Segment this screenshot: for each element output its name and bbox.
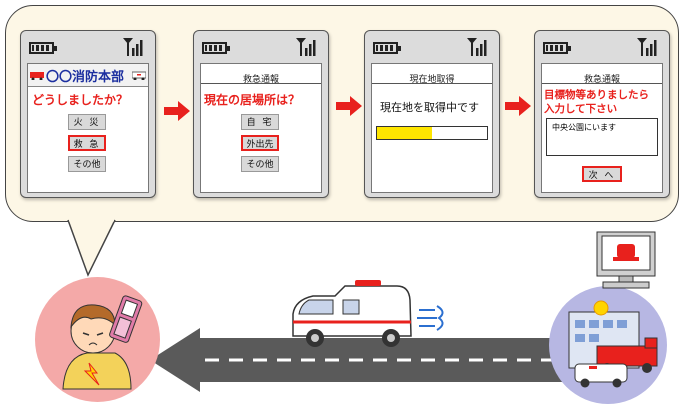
battery-icon (373, 42, 401, 54)
caller-illustration (62, 295, 143, 390)
screen-header: 救急通報 (542, 64, 662, 85)
question-text: 現在の居場所は？ (204, 93, 301, 107)
red-arrow-icon (336, 96, 362, 116)
fire-truck-icon (30, 72, 44, 80)
brand-title: 〇〇消防本部 (46, 70, 125, 85)
signal-icon (467, 38, 487, 56)
phone-screen-3: 現在地取得 現在地を取得中です (364, 30, 500, 198)
progress-fill (377, 127, 432, 139)
next-button[interactable]: 次 へ (582, 166, 622, 182)
ambulance-illustration (292, 280, 444, 347)
screen-header: 救急通報 (201, 64, 321, 85)
option-ambulance-button[interactable]: 救 急 (68, 135, 106, 151)
road (150, 328, 640, 392)
battery-icon (29, 42, 57, 54)
option-fire-button[interactable]: 火 災 (68, 114, 106, 130)
brand-banner: 〇〇消防本部 (28, 64, 148, 87)
phone-screen-1: 〇〇消防本部 どうしましたか？ 火 災 救 急 その他 (20, 30, 156, 198)
screen: 〇〇消防本部 どうしましたか？ 火 災 救 急 その他 (27, 63, 149, 193)
question-text: どうしましたか？ (32, 93, 129, 107)
option-other-button[interactable]: その他 (241, 156, 279, 172)
screen-header: 現在地取得 (372, 64, 492, 85)
progress-bar (376, 126, 488, 140)
signal-icon (123, 38, 143, 56)
signal-icon (296, 38, 316, 56)
red-arrow-icon (164, 101, 190, 121)
phone-screen-4: 救急通報 目標物等ありましたら 入力して下さい 中央公園にいます 次 へ (534, 30, 670, 198)
signal-icon (637, 38, 657, 56)
fire-station-illustration (568, 231, 658, 388)
battery-icon (202, 42, 230, 54)
red-arrow-icon (505, 96, 531, 116)
option-home-button[interactable]: 自 宅 (241, 114, 279, 130)
screen: 現在地取得 現在地を取得中です (371, 63, 493, 193)
bubble-tail (67, 219, 116, 277)
ambulance-icon (132, 71, 146, 80)
option-other-button[interactable]: その他 (68, 156, 106, 172)
screen: 救急通報 現在の居場所は？ 自 宅 外出先 その他 (200, 63, 322, 193)
landmark-input[interactable]: 中央公園にいます (546, 118, 658, 156)
phone-screen-2: 救急通報 現在の居場所は？ 自 宅 外出先 その他 (193, 30, 329, 198)
status-text: 現在地を取得中です (380, 101, 479, 114)
screen: 救急通報 目標物等ありましたら 入力して下さい 中央公園にいます 次 へ (541, 63, 663, 193)
prompt-line-1: 目標物等ありましたら (544, 89, 649, 101)
prompt-line-2: 入力して下さい (544, 103, 618, 115)
battery-icon (543, 42, 571, 54)
option-outside-button[interactable]: 外出先 (241, 135, 279, 151)
